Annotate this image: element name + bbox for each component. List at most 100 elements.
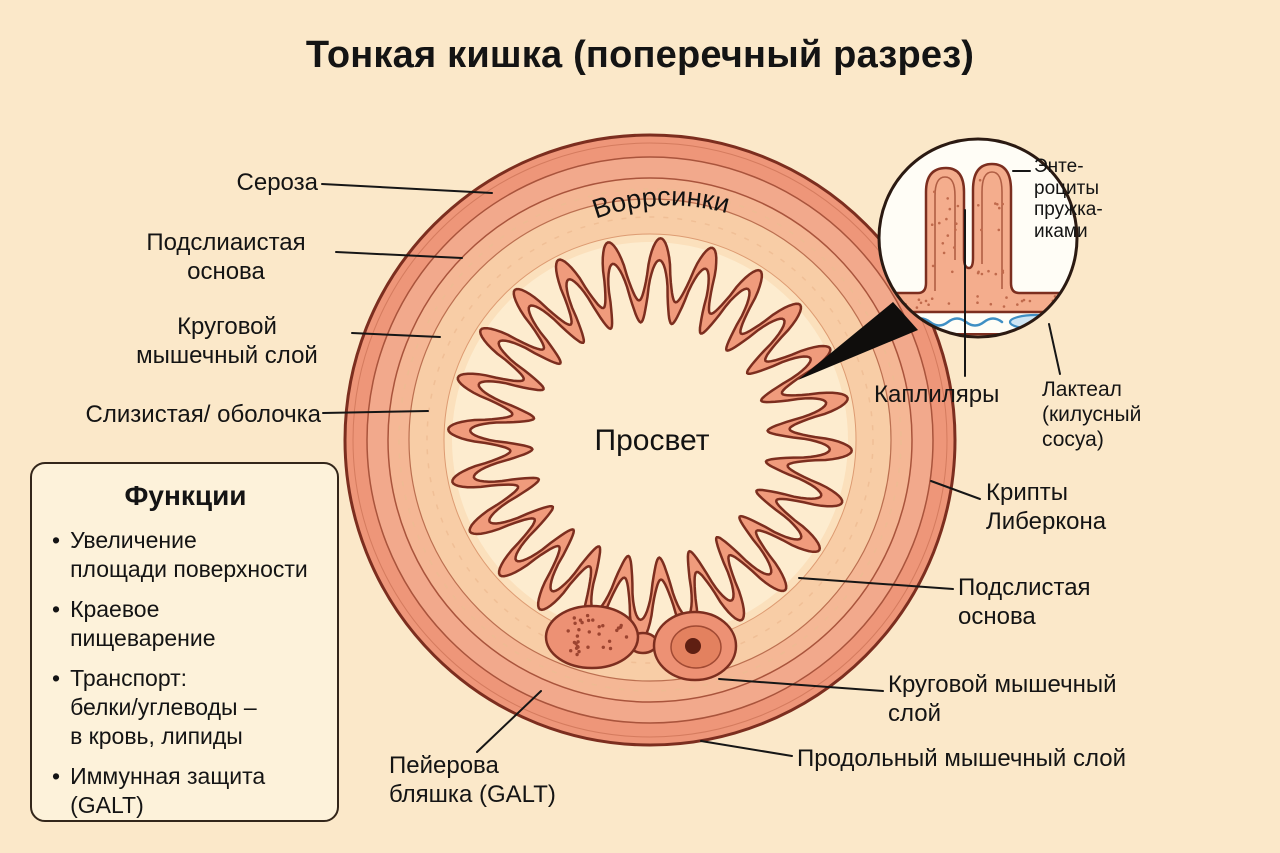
function-item: • Увеличение площади поверхности <box>52 526 319 584</box>
stipple-dot <box>575 652 579 657</box>
stipple-dot <box>1001 269 1005 273</box>
stipple-dot <box>919 301 923 305</box>
stipple-dot <box>1022 298 1026 302</box>
functions-box-title: Функции <box>124 480 247 511</box>
stipple-dot <box>942 251 946 255</box>
stipple-dot <box>989 302 993 306</box>
stipple-dot <box>976 295 979 298</box>
stipple-dot <box>619 623 623 628</box>
stipple-dot <box>930 223 934 226</box>
stipple-dot <box>1001 271 1005 274</box>
magnifier-inset <box>798 137 1079 380</box>
muscle-texture <box>398 188 902 692</box>
submucosa-texture <box>426 216 874 664</box>
stipple-dot <box>1005 296 1008 299</box>
serosa-inner-edge <box>352 142 948 738</box>
lumen-area <box>452 242 848 638</box>
function-item-text: Транспорт: белки/углеводы – в кровь, лип… <box>70 664 257 749</box>
stipple-dot <box>954 228 957 232</box>
leader-line-submucosa-left <box>335 251 463 259</box>
stipple-dot <box>994 272 998 276</box>
stipple-dot <box>977 270 980 274</box>
leader-line-submucosa-right <box>798 577 954 590</box>
villi-band <box>446 236 854 644</box>
stipple-dot <box>997 228 1001 232</box>
villus-epithelium-line-2 <box>981 171 1003 289</box>
stipple-dot <box>946 234 950 237</box>
stipple-dot <box>980 272 984 276</box>
leader-lines <box>321 183 981 757</box>
function-item: • Транспорт: белки/углеводы – в кровь, л… <box>52 664 319 751</box>
stipple-dot <box>977 204 980 207</box>
stipple-dot <box>578 618 583 622</box>
label-submucosa-left: Подслиаистая основа <box>146 229 306 286</box>
leader-line-crypts <box>930 480 981 500</box>
label-longitudinal-muscle: Продольный мышечный слой <box>797 745 1126 772</box>
villus-epithelium-line-1 <box>934 176 956 291</box>
function-item: • Краевое пищеварение <box>52 595 319 653</box>
stipple-dot <box>601 645 605 649</box>
label-circular-muscle-right: Круговой мышечный слой <box>888 671 1117 728</box>
villus-stipple <box>889 178 1076 310</box>
magnifier-content <box>879 139 1077 337</box>
stipple-dot <box>952 246 956 249</box>
stipple-dot <box>615 628 619 633</box>
label-lacteal: Лактеал (килусный сосуа) <box>1042 378 1142 452</box>
magnified-villi <box>879 162 1077 314</box>
stipple-dot <box>955 222 958 225</box>
stipple-dot <box>945 217 948 221</box>
stipple-dot <box>930 297 934 301</box>
stipple-dot <box>577 649 581 654</box>
stipple-dot <box>976 301 979 305</box>
stipple-dot <box>580 620 584 625</box>
stipple-dot <box>608 646 613 651</box>
peyers-patch-stipple <box>566 613 629 657</box>
leader-line-serosa <box>321 183 493 194</box>
stipple-dot <box>1073 306 1076 309</box>
stipple-dot <box>951 270 954 274</box>
stipple-dot <box>575 634 580 638</box>
stipple-dot <box>586 645 590 649</box>
stipple-dot <box>1001 202 1004 206</box>
stipple-dot <box>573 621 577 625</box>
leader-line-peyers-patch <box>476 690 542 753</box>
label-capillaries: Каплиляры <box>874 381 1000 408</box>
function-item: • Иммунная защита (GALT) <box>52 762 319 820</box>
intestine-cross-section <box>343 133 957 747</box>
bullet-icon: • <box>52 664 61 691</box>
stipple-dot <box>572 616 576 620</box>
stipple-dot <box>607 639 612 643</box>
label-enterocytes: Энте- роциты пружка- иками <box>1034 156 1103 242</box>
functions-box: Функции • Увеличение площади поверхности… <box>30 462 339 822</box>
stipple-dot <box>566 629 570 633</box>
stipple-dot <box>915 306 919 309</box>
stipple-dot <box>998 206 1001 210</box>
label-mucosa: Слизистая/ оболочка <box>85 401 321 428</box>
function-item-text: Иммунная защита (GALT) <box>70 762 266 818</box>
stipple-dot <box>946 197 949 200</box>
stipple-dot <box>569 649 573 653</box>
stipple-dot <box>597 625 601 629</box>
stipple-dot <box>931 264 935 268</box>
leader-line-lacteal <box>1048 323 1061 375</box>
label-crypts: Крипты Либеркона <box>986 479 1107 536</box>
leader-line-circular-muscle-left <box>351 332 441 338</box>
leader-line-circular-muscle-right <box>718 678 884 692</box>
stipple-dot <box>980 228 983 232</box>
peyers-patch-core-dot <box>685 638 701 654</box>
bullet-icon: • <box>52 762 61 789</box>
stipple-dot <box>586 618 591 623</box>
stipple-dot <box>1071 306 1075 310</box>
stipple-dot <box>987 269 990 273</box>
label-peyers-patch: Пейерова бляшка (GALT) <box>389 752 556 809</box>
stipple-dot <box>574 642 578 646</box>
stipple-dot <box>978 178 982 182</box>
function-item-text: Краевое пищеварение <box>70 595 216 651</box>
stipple-dot <box>1016 303 1019 306</box>
stipple-dot <box>924 299 928 303</box>
label-serosa: Сероза <box>236 169 318 196</box>
stipple-dot <box>933 190 936 194</box>
magnifier-pointer-wedge <box>798 302 918 380</box>
stipple-dot <box>948 207 952 211</box>
